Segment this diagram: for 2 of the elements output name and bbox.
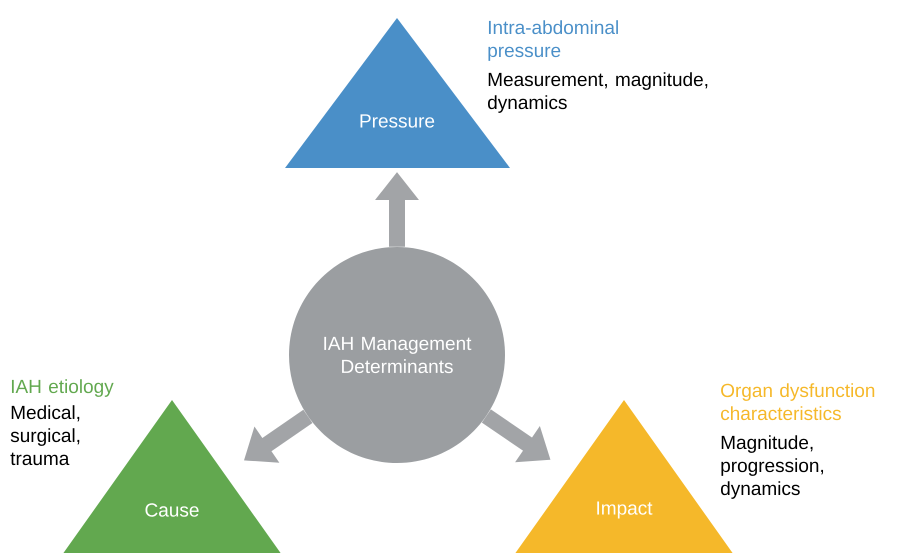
circle-node: IAH Management Determinants: [289, 247, 505, 463]
heading-text: IAH etiology: [12, 379, 114, 397]
